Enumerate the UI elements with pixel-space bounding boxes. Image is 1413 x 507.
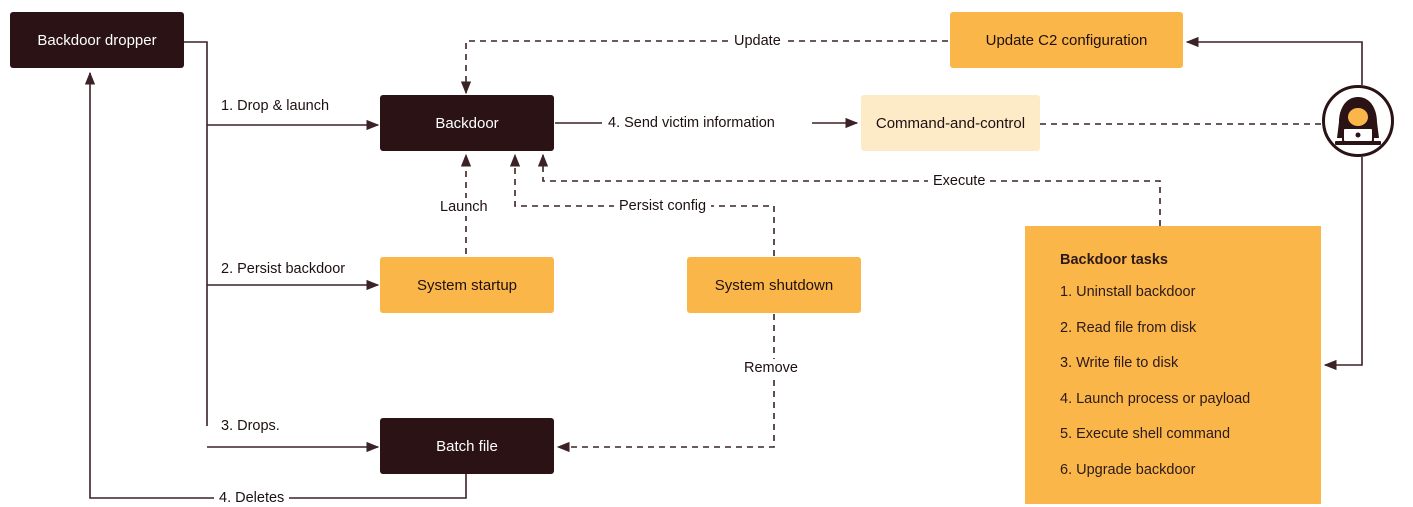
hooded-hacker-icon [1322, 85, 1394, 157]
execute-dashed-arrow [537, 153, 1161, 226]
drop-launch-label: 1. Drop & launch [216, 97, 335, 115]
launch-label: Launch [435, 198, 493, 216]
backdoor-tasks-panel: Backdoor tasks 1. Uninstall backdoor 2. … [1025, 226, 1321, 504]
task-item: 2. Read file from disk [1060, 319, 1197, 336]
hacker-update-arrow [1185, 36, 1363, 85]
task-item: 4. Launch process or payload [1060, 390, 1251, 407]
update-label: Update [729, 32, 786, 50]
command-and-control-node: Command-and-control [861, 95, 1040, 151]
persist-config-label: Persist config [614, 197, 712, 215]
task-item: 1. Uninstall backdoor [1060, 284, 1196, 300]
persist-backdoor-label: 2. Persist backdoor [216, 260, 351, 278]
dropper-spine-line [184, 41, 208, 426]
task-item: 3. Write file to disk [1060, 355, 1179, 371]
task-item: 6. Upgrade backdoor [1060, 461, 1196, 478]
execute-label: Execute [928, 172, 991, 190]
deletes-label: 4. Deletes [214, 489, 290, 507]
system-startup-node: System startup [380, 257, 554, 313]
update-c2-config-node: Update C2 configuration [950, 12, 1183, 68]
remove-label: Remove [739, 359, 803, 377]
drops-label: 3. Drops. [216, 417, 285, 435]
backdoor-dropper-node: Backdoor dropper [10, 12, 184, 68]
backdoor-node: Backdoor [380, 95, 554, 151]
system-shutdown-node: System shutdown [687, 257, 861, 313]
batch-file-node: Batch file [380, 418, 554, 474]
hacker-tasks-arrow [1323, 157, 1363, 371]
backdoor-tasks-title: Backdoor tasks [1060, 252, 1168, 268]
remove-dashed-arrow [556, 314, 775, 453]
hacker-glyph [1335, 97, 1381, 145]
send-info-label: 4. Send victim information [603, 114, 780, 132]
update-dashed-arrow [460, 40, 948, 95]
task-item: 5. Execute shell command [1060, 426, 1231, 442]
